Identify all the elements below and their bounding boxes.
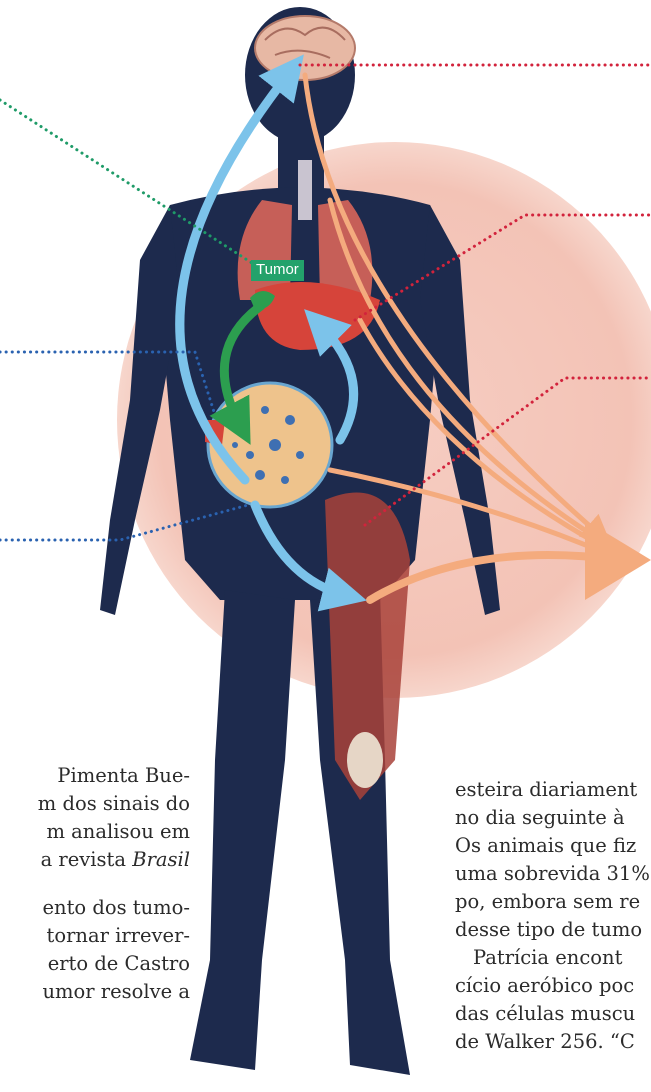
text-line: no dia seguinte à: [455, 804, 651, 832]
text-line: ento dos tumo-: [0, 894, 190, 922]
text-line: Patrícia encont: [455, 944, 651, 972]
text-line: m dos sinais do: [0, 790, 190, 818]
text-fragment: a revista: [41, 848, 126, 871]
italic-word: Brasil: [132, 848, 190, 871]
text-line: esteira diariament: [455, 776, 651, 804]
text-column-right: esteira diariament no dia seguinte à Os …: [455, 776, 651, 1056]
text-column-left: Pimenta Bue- m dos sinais do m analisou …: [0, 762, 190, 1006]
text-line: das células muscu: [455, 1000, 651, 1028]
text-line: Pimenta Bue-: [0, 762, 190, 790]
text-line: cício aeróbico poc: [455, 972, 651, 1000]
text-line: desse tipo de tumo: [455, 916, 651, 944]
text-line: uma sobrevida 31%: [455, 860, 651, 888]
tumor-label: Tumor: [251, 260, 304, 281]
text-line: Os animais que fiz: [455, 832, 651, 860]
text-line: tornar irrever-: [0, 922, 190, 950]
text-line: umor resolve a: [0, 978, 190, 1006]
text-line: erto de Castro: [0, 950, 190, 978]
text-line: m analisou em: [0, 818, 190, 846]
text-line: a revista Brasil: [0, 846, 190, 874]
text-line: de Walker 256. “C: [455, 1028, 651, 1056]
text-line: po, embora sem re: [455, 888, 651, 916]
brain: [255, 16, 355, 80]
